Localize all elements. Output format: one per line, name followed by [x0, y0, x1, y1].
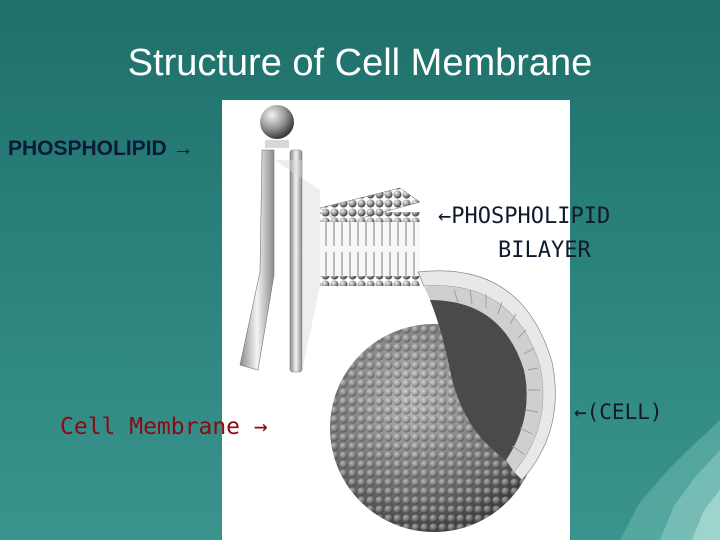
bilayer-label-line2: BILAYER [498, 238, 591, 263]
membrane-illustration [239, 105, 556, 532]
phospholipid-label: PHOSPHOLIPID → [8, 137, 194, 160]
cell-label: ←(CELL) [574, 400, 663, 424]
bilayer-block [319, 187, 421, 286]
slide-title: Structure of Cell Membrane [127, 42, 593, 84]
water-wave-decoration [620, 420, 720, 540]
phospholipid-molecule [239, 105, 320, 373]
bilayer-label-line1: ←PHOSPHOLIPID [438, 204, 611, 229]
membrane-figure [222, 100, 570, 540]
cell-sphere [330, 270, 556, 532]
cell-membrane-label: Cell Membrane → [60, 414, 268, 440]
